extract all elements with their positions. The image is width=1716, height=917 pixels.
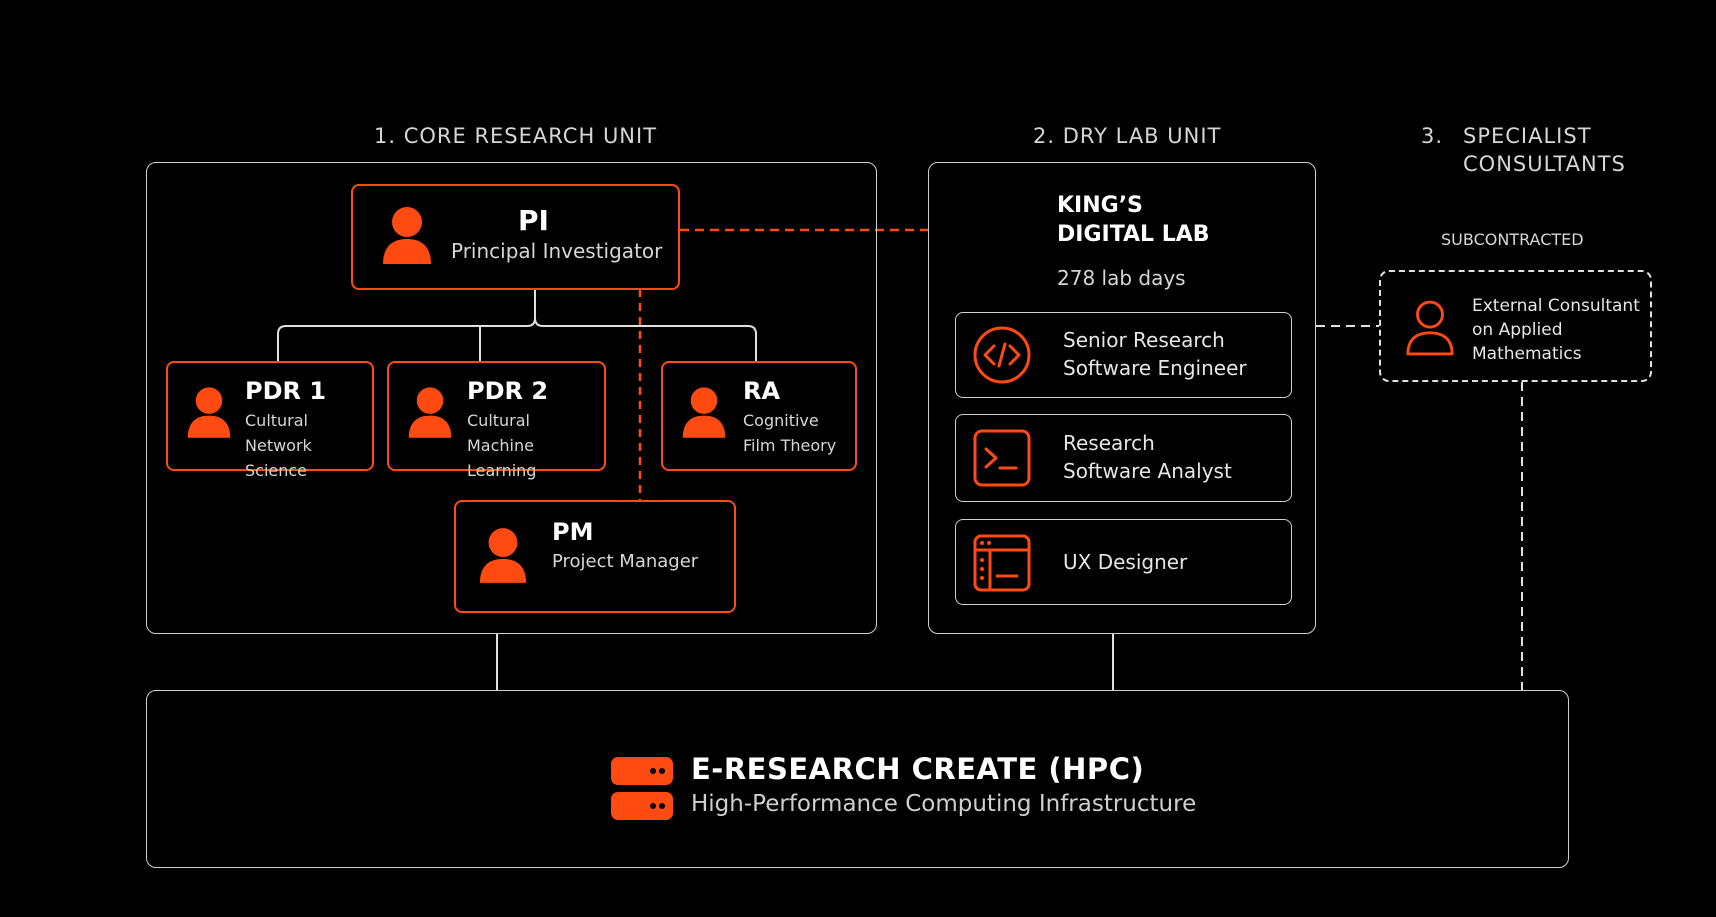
subcontracted-tag: SUBCONTRACTED <box>1441 230 1584 249</box>
pm-title: PM <box>552 518 594 546</box>
person-icon <box>479 528 527 583</box>
section-title-core: 1. CORE RESEARCH UNIT <box>374 124 658 148</box>
role-rsa-line1: Research <box>1063 431 1155 455</box>
pdr2-title: PDR 2 <box>467 377 549 405</box>
person-icon <box>408 387 452 438</box>
pm-card[interactable]: PM Project Manager <box>454 500 736 613</box>
person-icon <box>682 387 726 438</box>
pdr1-card[interactable]: PDR 1 Cultural Network Science <box>166 361 374 480</box>
drylab-panel: KING’S DIGITAL LAB 278 lab days Senior R… <box>928 162 1316 634</box>
server-icon <box>611 792 673 820</box>
section-title-specialist-line2: CONSULTANTS <box>1463 152 1626 176</box>
ra-line2: Film Theory <box>743 436 837 455</box>
person-icon <box>383 207 431 264</box>
person-outline-icon <box>1406 300 1454 356</box>
role-ux-label: UX Designer <box>1063 550 1188 574</box>
consultant-line1: External Consultant <box>1472 296 1640 316</box>
drylab-days: 278 lab days <box>1057 266 1186 290</box>
core-research-panel <box>146 162 877 634</box>
infrastructure-subtitle: High-Performance Computing Infrastructur… <box>691 791 1197 817</box>
tree-line-ra <box>534 317 757 362</box>
infrastructure-panel: E-RESEARCH CREATE (HPC) High-Performance… <box>146 690 1569 868</box>
layout-icon <box>973 534 1031 592</box>
role-rsa-line2: Software Analyst <box>1063 459 1232 483</box>
role-senior-rse-line2: Software Engineer <box>1063 356 1247 380</box>
drylab-name-line1: KING’S <box>1057 193 1143 218</box>
consultant-card[interactable]: External Consultant on Applied Mathemati… <box>1379 270 1652 382</box>
role-senior-rse-line1: Senior Research <box>1063 328 1225 352</box>
pm-subtitle: Project Manager <box>552 551 699 572</box>
pdr2-card[interactable]: PDR 2 Cultural Machine Learning <box>387 361 606 480</box>
person-icon <box>187 387 231 438</box>
code-icon <box>973 326 1031 384</box>
ra-line1: Cognitive <box>743 411 819 430</box>
section-title-specialist-line1: SPECIALIST <box>1463 124 1592 148</box>
consultant-line3: Mathematics <box>1472 344 1582 364</box>
pdr1-line2: Network Science <box>245 436 312 480</box>
terminal-icon <box>973 429 1031 487</box>
role-rsa[interactable]: Research Software Analyst <box>955 414 1292 502</box>
pdr1-title: PDR 1 <box>245 377 327 405</box>
drylab-name-line2: DIGITAL LAB <box>1057 222 1210 247</box>
pi-title: PI <box>518 204 549 237</box>
role-senior-rse[interactable]: Senior Research Software Engineer <box>955 312 1292 398</box>
ra-title: RA <box>743 377 781 405</box>
section-title-drylab: 2. DRY LAB UNIT <box>1033 124 1222 148</box>
ra-card[interactable]: RA Cognitive Film Theory <box>661 361 857 471</box>
section-title-specialist-num: 3. <box>1421 124 1444 148</box>
pdr2-line1: Cultural <box>467 411 530 430</box>
pi-subtitle: Principal Investigator <box>451 239 663 263</box>
role-ux[interactable]: UX Designer <box>955 519 1292 605</box>
pdr1-line1: Cultural <box>245 411 308 430</box>
server-icon <box>611 757 673 785</box>
pdr2-line2: Machine Learning <box>467 436 537 480</box>
consultant-line2: on Applied <box>1472 320 1563 340</box>
infrastructure-title: E-RESEARCH CREATE (HPC) <box>691 752 1145 786</box>
pi-card[interactable]: PI Principal Investigator <box>351 184 680 290</box>
